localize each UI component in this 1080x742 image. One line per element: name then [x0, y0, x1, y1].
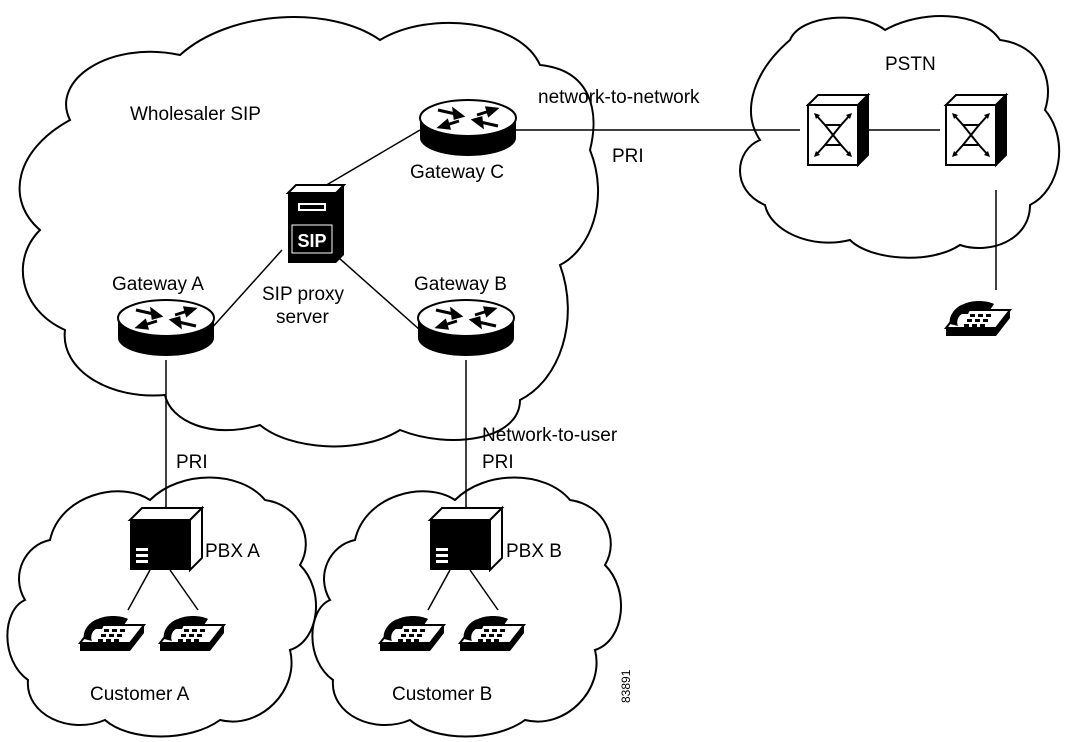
pbx-a-label: PBX A	[205, 541, 260, 562]
sip-proxy-label-line1: SIP proxy	[262, 284, 345, 305]
link-pbxa-phone2	[169, 569, 199, 611]
pstn-label: PSTN	[885, 54, 936, 75]
link-gwa-proxy	[209, 249, 283, 331]
pstn-switch-2-icon	[945, 94, 1007, 166]
gateway-a-label: Gateway A	[112, 274, 204, 295]
link-pbxa-phone1	[127, 569, 151, 611]
sip-proxy-server-icon: SIP	[285, 184, 347, 263]
link-pbxb-phone1	[427, 569, 451, 611]
gwa-pri-label: PRI	[176, 452, 208, 473]
gwc-pri-label: PRI	[612, 146, 644, 167]
gateway-c-label: Gateway C	[410, 162, 504, 183]
pstn-switch-1-icon	[807, 94, 869, 166]
gateway-c-router-icon	[418, 98, 518, 158]
gateway-b-label: Gateway B	[414, 274, 507, 295]
figure-id: 83891	[619, 669, 633, 703]
customer-a-cloud	[6, 476, 317, 738]
pbx-b-icon	[429, 507, 503, 571]
wholesaler-sip-label: Wholesaler SIP	[130, 104, 261, 125]
link-gwc-proxy	[317, 129, 421, 191]
gwb-pri-label: PRI	[482, 452, 514, 473]
sip-logo: SIP	[297, 231, 326, 251]
gateway-a-router-icon	[116, 298, 216, 358]
customer-a-label: Customer A	[90, 684, 190, 705]
customer-b-cloud	[311, 476, 622, 738]
customer-b-label: Customer B	[392, 684, 492, 705]
pstn-phone-icon	[945, 300, 1011, 337]
gateway-b-router-icon	[416, 298, 516, 358]
network-to-network-label: network-to-network	[538, 87, 700, 108]
link-pbxb-phone2	[469, 569, 499, 611]
network-to-user-label: Network-to-user	[482, 425, 618, 446]
pstn-cloud	[739, 15, 1061, 259]
pbx-a-icon	[129, 507, 203, 571]
pbx-b-label: PBX B	[506, 541, 562, 562]
sip-proxy-label-line2: server	[276, 307, 329, 328]
link-proxy-gwb	[329, 249, 421, 331]
